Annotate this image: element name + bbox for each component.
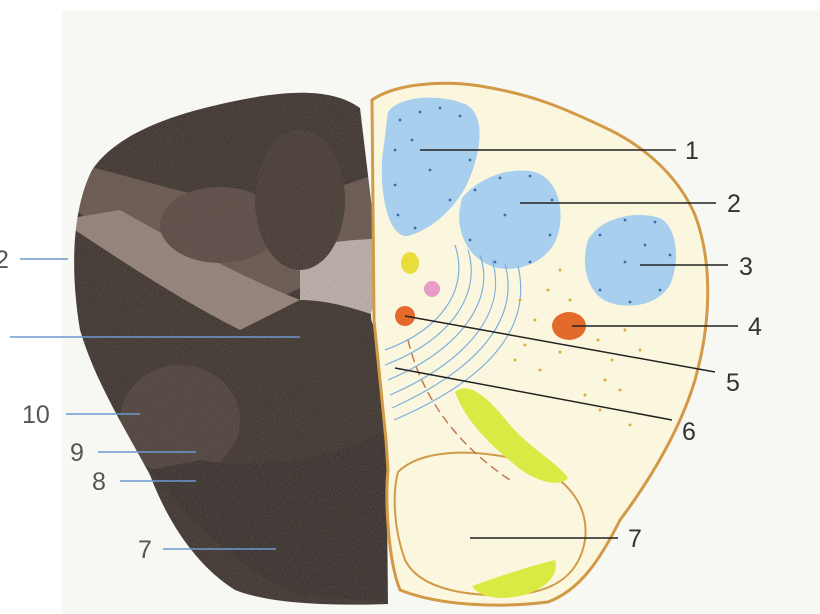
label-left-10: 10 [22, 401, 50, 429]
label-left-8: 8 [92, 468, 106, 496]
yellow-spot [401, 252, 419, 274]
label-left-7: 7 [138, 536, 152, 564]
nucleus-3 [585, 215, 676, 306]
label-right-6: 6 [682, 418, 696, 446]
label-right-4: 4 [748, 313, 762, 341]
label-right-2: 2 [727, 190, 741, 218]
label-left-9: 9 [70, 439, 84, 467]
label-right-7: 7 [628, 525, 642, 553]
label-right-1: 1 [685, 137, 699, 165]
label-left-2: 2 [0, 246, 9, 274]
label-right-3: 3 [739, 253, 753, 281]
label-right-5: 5 [726, 369, 740, 397]
pink-spot [424, 281, 440, 297]
